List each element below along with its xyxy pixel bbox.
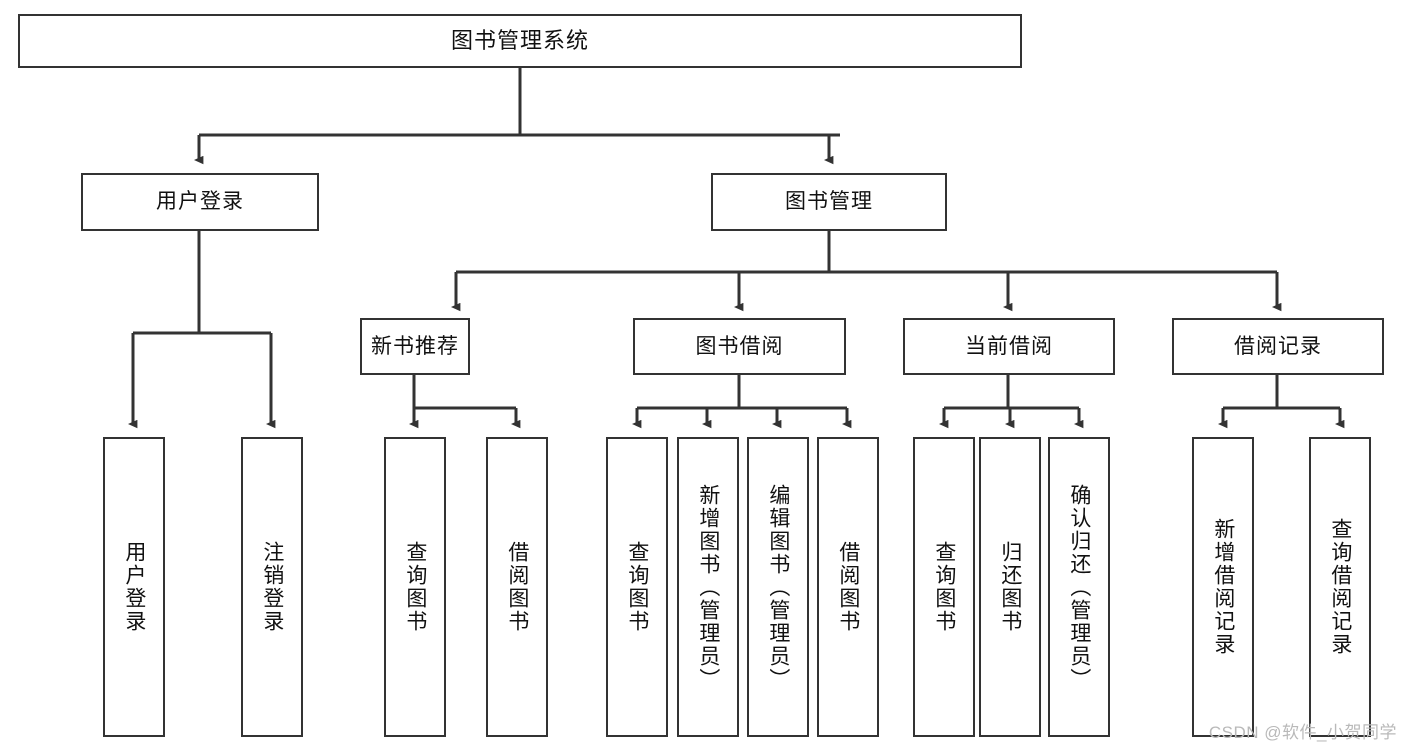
node-leaf-add-borrow-record[interactable]: 新增借阅记录: [1192, 437, 1254, 737]
leaf-label: 查询图书: [403, 541, 427, 633]
node-leaf-query-borrow-record[interactable]: 查询借阅记录: [1309, 437, 1371, 737]
node-current-borrow[interactable]: 当前借阅: [903, 318, 1115, 375]
node-leaf-borrow-book[interactable]: 借阅图书: [817, 437, 879, 737]
node-leaf-query-book-recommend[interactable]: 查询图书: [384, 437, 446, 737]
leaf-label: 新增借阅记录: [1211, 518, 1235, 656]
node-leaf-confirm-return-admin[interactable]: 确认归还（管理员）: [1048, 437, 1110, 737]
leaf-label: 借阅图书: [505, 541, 529, 633]
node-leaf-user-login[interactable]: 用户登录: [103, 437, 165, 737]
node-book-borrow[interactable]: 图书借阅: [633, 318, 846, 375]
leaf-label: 查询借阅记录: [1328, 518, 1352, 656]
node-leaf-query-book-borrow[interactable]: 查询图书: [606, 437, 668, 737]
node-user-login[interactable]: 用户登录: [81, 173, 319, 231]
leaf-label: 编辑图书（管理员）: [766, 483, 790, 691]
leaf-label: 注销登录: [260, 541, 284, 633]
node-borrow-record[interactable]: 借阅记录: [1172, 318, 1384, 375]
node-leaf-logout-login[interactable]: 注销登录: [241, 437, 303, 737]
node-leaf-borrow-book-recommend[interactable]: 借阅图书: [486, 437, 548, 737]
node-leaf-add-book-admin[interactable]: 新增图书（管理员）: [677, 437, 739, 737]
node-book-management[interactable]: 图书管理: [711, 173, 947, 231]
node-leaf-query-book-current[interactable]: 查询图书: [913, 437, 975, 737]
leaf-label: 归还图书: [998, 541, 1022, 633]
node-leaf-edit-book-admin[interactable]: 编辑图书（管理员）: [747, 437, 809, 737]
leaf-label: 查询图书: [625, 541, 649, 633]
node-root-system[interactable]: 图书管理系统: [18, 14, 1022, 68]
leaf-label: 确认归还（管理员）: [1067, 483, 1091, 691]
node-new-book-recommend[interactable]: 新书推荐: [360, 318, 470, 375]
watermark-text: CSDN @软件_小贺同学: [1208, 723, 1397, 742]
leaf-label: 新增图书（管理员）: [696, 483, 720, 691]
leaf-label: 查询图书: [932, 541, 956, 633]
leaf-label: 用户登录: [122, 541, 146, 633]
node-leaf-return-book[interactable]: 归还图书: [979, 437, 1041, 737]
leaf-label: 借阅图书: [836, 541, 860, 633]
